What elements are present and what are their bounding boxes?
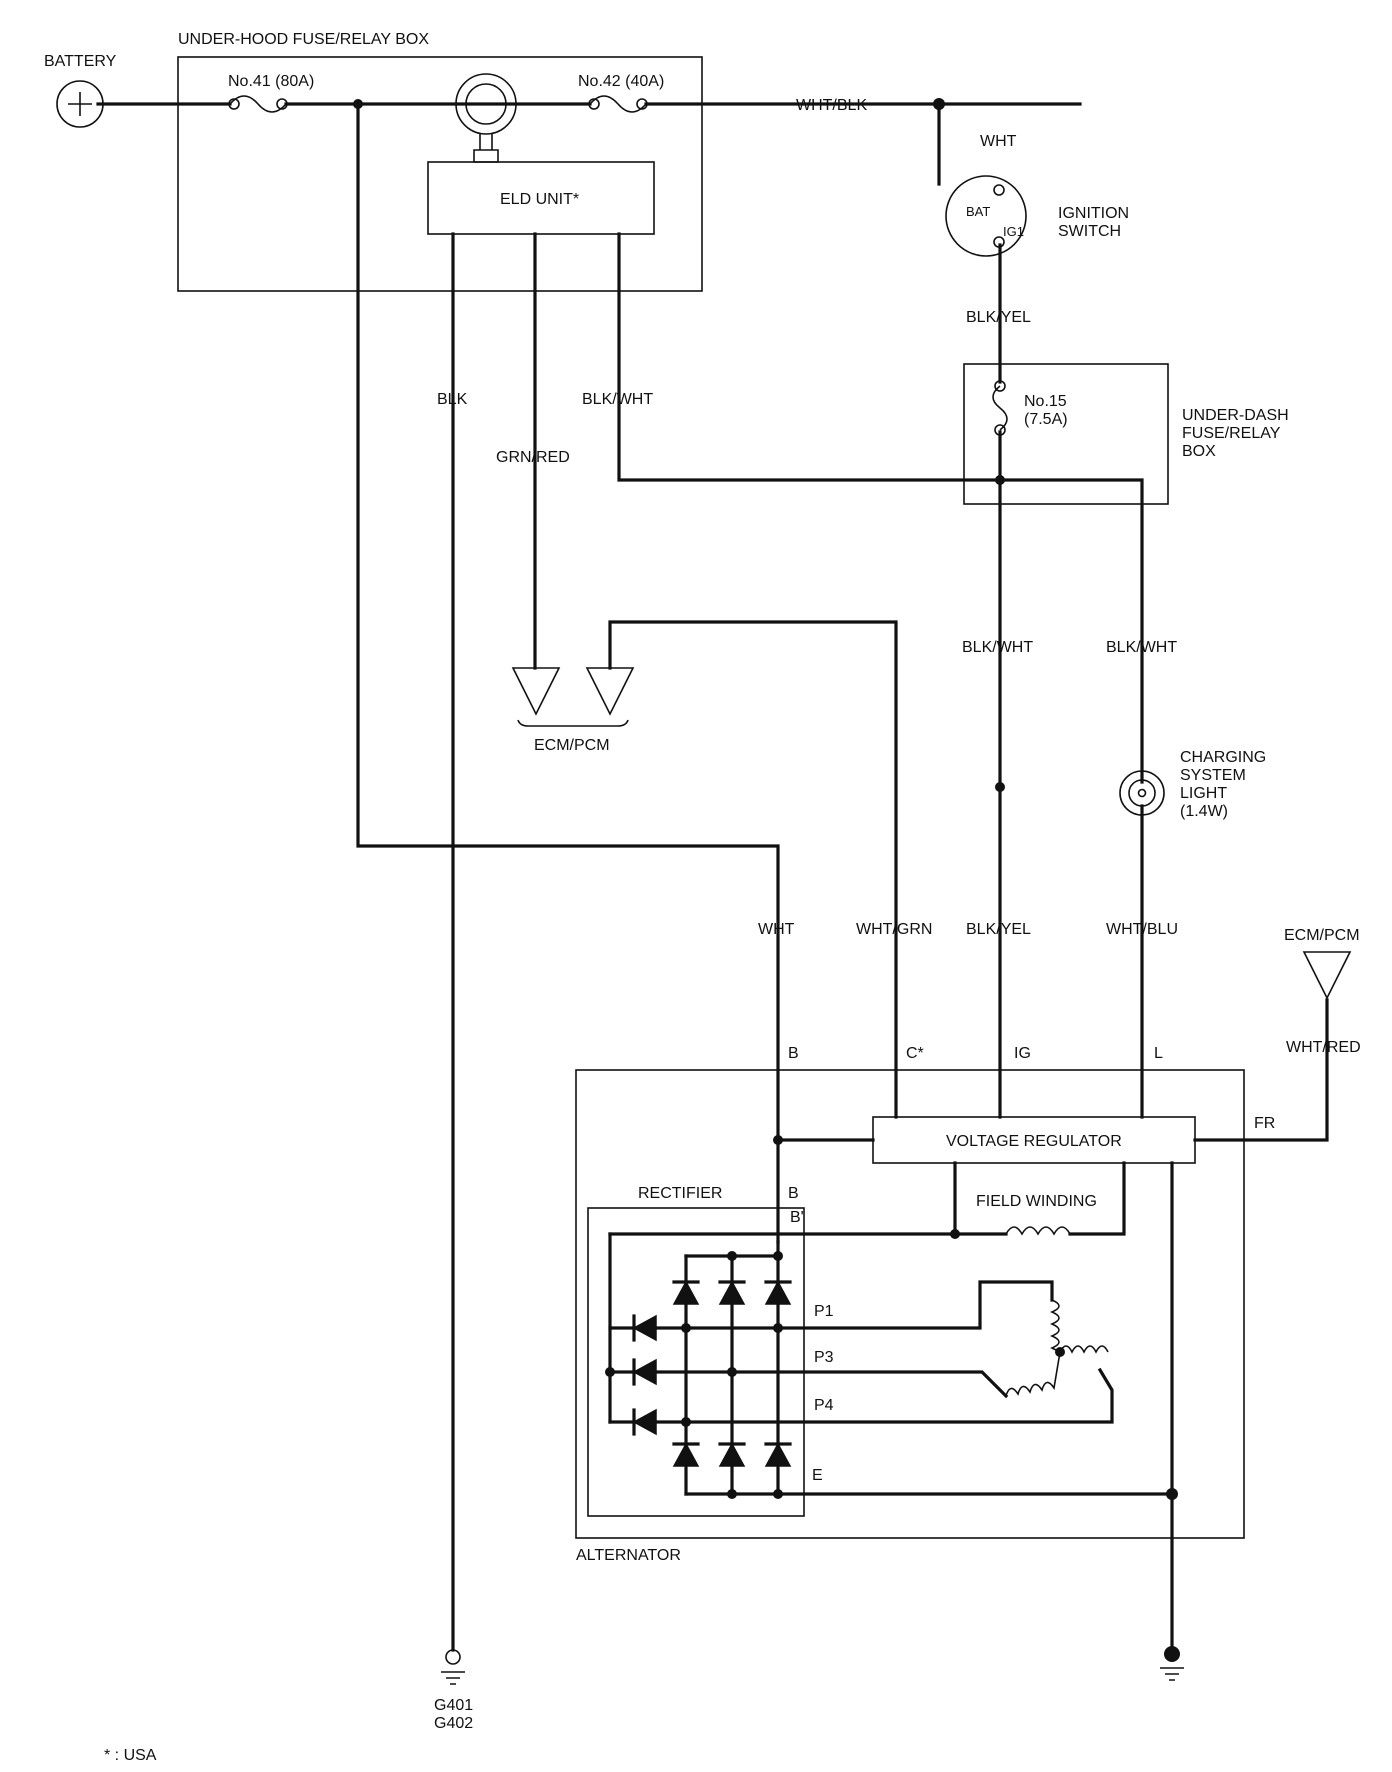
fuse41-label: No.41 (80A) bbox=[228, 73, 314, 90]
ground-g401-g402 bbox=[441, 1649, 465, 1685]
underdash-fuse-relay-box bbox=[963, 363, 1169, 505]
ground-g402-label: G402 bbox=[434, 1715, 473, 1732]
alternator-label: ALTERNATOR bbox=[576, 1547, 681, 1564]
fuse-15 bbox=[992, 385, 1008, 431]
footnote-label: * : USA bbox=[104, 1747, 157, 1764]
fuse42-label: No.42 (40A) bbox=[578, 73, 664, 90]
ignition-switch-label-2: SWITCH bbox=[1058, 223, 1121, 240]
charging-system-light bbox=[1119, 770, 1165, 816]
terminal-ig-label: IG bbox=[1014, 1045, 1031, 1062]
phase-p3-label: P3 bbox=[814, 1349, 834, 1366]
underdash-label-1: UNDER-DASH bbox=[1182, 407, 1289, 424]
ig1-terminal-label: IG1 bbox=[1003, 224, 1024, 239]
fuse15-label-1: No.15 bbox=[1024, 393, 1067, 410]
wire-p1 bbox=[608, 1280, 1054, 1330]
wire-wht-b bbox=[356, 102, 780, 1244]
wire-wht-grn bbox=[608, 620, 898, 1119]
terminal-b-label: B bbox=[788, 1045, 799, 1062]
battery-symbol bbox=[56, 80, 104, 128]
wire-grn-red-label: GRN/RED bbox=[496, 449, 570, 466]
wire-fr-wht-red bbox=[1193, 998, 1329, 1142]
wire-blk-wht-mid-label: BLK/WHT bbox=[962, 639, 1033, 656]
ecm-input-triangle-wht-grn bbox=[585, 667, 635, 716]
junction-dots bbox=[353, 98, 1178, 1500]
wire-blk-label: BLK bbox=[437, 391, 468, 408]
terminal-e-label: E bbox=[812, 1467, 823, 1484]
wire-field-right bbox=[1068, 1161, 1126, 1236]
wire-wht-top-label: WHT bbox=[980, 133, 1017, 150]
ignition-switch bbox=[945, 175, 1027, 257]
wire-p3 bbox=[608, 1370, 1009, 1399]
fuse-42 bbox=[589, 95, 647, 113]
wire-wht-b-label: WHT bbox=[758, 921, 795, 938]
wire-wht-grn-label: WHT/GRN bbox=[856, 921, 932, 938]
stator-winding-right bbox=[1059, 1345, 1109, 1354]
ground-alternator bbox=[1160, 1646, 1184, 1681]
wire-wht-red-label: WHT/RED bbox=[1286, 1039, 1361, 1056]
terminal-b-prime-label: B' bbox=[790, 1209, 804, 1226]
ground-g401-label: G401 bbox=[434, 1697, 473, 1714]
wire-blk-wht-eld bbox=[617, 232, 1144, 784]
wire-wht-blu-label: WHT/BLU bbox=[1106, 921, 1178, 938]
wire-blk-yel-ig-label: BLK/YEL bbox=[966, 921, 1031, 938]
terminal-l-label: L bbox=[1154, 1045, 1163, 1062]
eld-unit-label: ELD UNIT* bbox=[500, 191, 579, 208]
underhood-box-label: UNDER-HOOD FUSE/RELAY BOX bbox=[178, 31, 429, 48]
stator-winding-top bbox=[1049, 1299, 1061, 1353]
wire-blk-yel-top-label: BLK/YEL bbox=[966, 309, 1031, 326]
underdash-label-2: FUSE/RELAY bbox=[1182, 425, 1281, 442]
battery-label: BATTERY bbox=[44, 53, 117, 70]
ecm-pcm-right-label: ECM/PCM bbox=[1284, 927, 1360, 944]
terminal-c-label: C* bbox=[906, 1045, 924, 1062]
charging-light-label-2: SYSTEM bbox=[1180, 767, 1246, 784]
terminal-fr-label: FR bbox=[1254, 1115, 1275, 1132]
fuse15-label-2: (7.5A) bbox=[1024, 411, 1068, 428]
field-winding-coil bbox=[1005, 1226, 1071, 1236]
wire-p4 bbox=[608, 1367, 1114, 1424]
rectifier-diodes bbox=[632, 1280, 792, 1467]
ecm-bracket bbox=[517, 719, 629, 727]
terminal-b-inner-label: B bbox=[788, 1185, 799, 1202]
alternator-box bbox=[575, 1069, 1245, 1539]
wire-wht-blk-label: WHT/BLK bbox=[796, 97, 867, 114]
wire-blk-wht-right-label: BLK/WHT bbox=[1106, 639, 1177, 656]
rectifier-label: RECTIFIER bbox=[638, 1185, 722, 1202]
bat-terminal-label: BAT bbox=[966, 204, 990, 219]
underdash-label-3: BOX bbox=[1182, 443, 1216, 460]
field-winding-label: FIELD WINDING bbox=[976, 1193, 1097, 1210]
phase-p1-label: P1 bbox=[814, 1303, 834, 1320]
rectifier-box bbox=[587, 1207, 805, 1517]
ecm-input-triangle-wht-red bbox=[1302, 951, 1352, 1000]
underhood-fuse-relay-box bbox=[177, 56, 703, 292]
voltage-regulator-label: VOLTAGE REGULATOR bbox=[946, 1133, 1122, 1150]
stator-winding-left bbox=[1005, 1351, 1061, 1397]
charging-light-label-1: CHARGING bbox=[1180, 749, 1266, 766]
wire-blk-wht-eld-label: BLK/WHT bbox=[582, 391, 653, 408]
ecm-input-triangle-grn-red bbox=[511, 667, 561, 716]
fuse-41 bbox=[229, 95, 287, 113]
charging-light-label-4: (1.4W) bbox=[1180, 803, 1228, 820]
eld-unit-box bbox=[427, 161, 655, 235]
charging-light-label-3: LIGHT bbox=[1180, 785, 1227, 802]
ecm-pcm-left-label: ECM/PCM bbox=[534, 737, 610, 754]
ignition-switch-label-1: IGNITION bbox=[1058, 205, 1129, 222]
phase-p4-label: P4 bbox=[814, 1397, 834, 1414]
eld-sensor-ring bbox=[455, 73, 517, 135]
